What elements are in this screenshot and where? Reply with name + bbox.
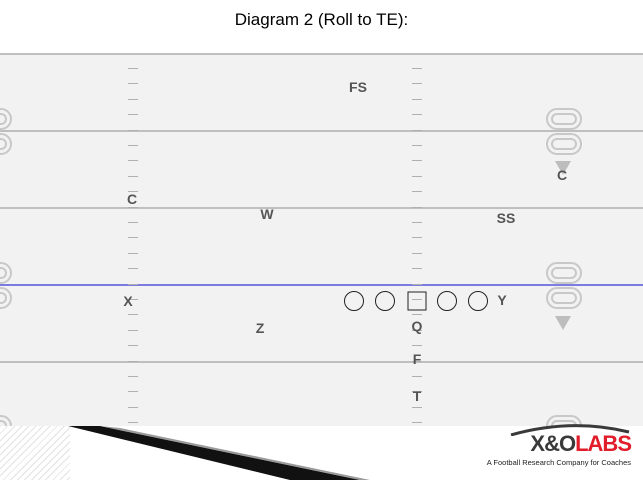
player-t: T [412, 388, 422, 404]
field-numeral [0, 108, 12, 130]
hash-mark [128, 284, 138, 285]
hash-mark [412, 99, 422, 100]
logo-labs-text: LABS [575, 431, 632, 456]
logo-tagline: A Football Research Company for Coaches [486, 458, 631, 467]
offensive-lineman [344, 291, 364, 311]
hash-mark [412, 237, 422, 238]
hash-mark [412, 284, 422, 285]
logo-xo-text: X&O [530, 431, 576, 456]
hash-mark [128, 207, 138, 208]
field-numeral [0, 287, 12, 309]
yard-line [0, 207, 643, 209]
hash-mark [412, 83, 422, 84]
hash-mark [412, 253, 422, 254]
hash-mark [412, 145, 422, 146]
yard-arrow-icon [555, 161, 571, 175]
field-numeral [546, 287, 582, 309]
hash-mark [412, 114, 422, 115]
player-c-left: C [126, 191, 138, 207]
diagram-title: Diagram 2 (Roll to TE): [234, 10, 409, 29]
yard-line [0, 130, 643, 132]
hash-mark [128, 391, 138, 392]
hash-mark [128, 191, 138, 192]
player-y: Y [497, 292, 507, 308]
offensive-lineman [468, 291, 488, 311]
hash-mark [412, 422, 422, 423]
player-ss: SS [496, 210, 516, 226]
offensive-lineman [375, 291, 395, 311]
yard-line [0, 53, 643, 55]
player-fs: FS [349, 79, 367, 95]
hash-mark [128, 345, 138, 346]
hash-mark [128, 160, 138, 161]
footer-swoosh-decoration [68, 426, 370, 480]
hash-mark [128, 268, 138, 269]
hash-mark [412, 130, 422, 131]
line-of-scrimmage [0, 284, 643, 286]
player-w: W [260, 206, 274, 222]
football-field: FS C C W SS X Y Z Q F T [0, 53, 643, 426]
hash-mark [128, 114, 138, 115]
hash-mark [412, 160, 422, 161]
hash-mark [128, 145, 138, 146]
hash-mark [128, 422, 138, 423]
hash-mark [128, 83, 138, 84]
yard-arrow-icon [555, 316, 571, 330]
player-f: F [412, 351, 422, 367]
hash-mark [412, 407, 422, 408]
hash-mark [128, 130, 138, 131]
hash-mark [128, 330, 138, 331]
player-c-right: C [556, 167, 568, 183]
player-z: Z [255, 320, 265, 336]
player-x: X [123, 293, 133, 309]
logo-swoosh-icon [510, 424, 630, 436]
footer-stripe-decoration [0, 426, 70, 480]
field-numeral [0, 415, 12, 426]
hash-mark [412, 299, 422, 300]
hash-mark [412, 191, 422, 192]
hash-mark [412, 391, 422, 392]
field-numeral [0, 133, 12, 155]
field-numeral [546, 133, 582, 155]
hash-mark [128, 314, 138, 315]
hash-mark [128, 176, 138, 177]
hash-mark [128, 376, 138, 377]
field-numeral [546, 415, 582, 426]
hash-mark [128, 99, 138, 100]
hash-mark [128, 222, 138, 223]
hash-mark [128, 253, 138, 254]
field-numeral [546, 262, 582, 284]
offensive-center [407, 291, 427, 311]
hash-mark [412, 268, 422, 269]
hash-mark [412, 207, 422, 208]
hash-mark [412, 222, 422, 223]
hash-mark [128, 407, 138, 408]
hash-mark [128, 299, 138, 300]
field-numeral [0, 262, 12, 284]
player-q: Q [411, 318, 423, 334]
hash-mark [128, 361, 138, 362]
hash-mark [412, 376, 422, 377]
hash-mark [128, 68, 138, 69]
yard-line [0, 361, 643, 363]
hash-mark [412, 68, 422, 69]
offensive-lineman [437, 291, 457, 311]
xo-labs-logo: X&OLABS A Football Research Company for … [481, 424, 632, 467]
hash-mark [412, 330, 422, 331]
hash-mark [412, 176, 422, 177]
field-numeral [546, 108, 582, 130]
hash-mark [412, 345, 422, 346]
hash-mark [412, 314, 422, 315]
hash-mark [412, 361, 422, 362]
hash-mark [128, 237, 138, 238]
